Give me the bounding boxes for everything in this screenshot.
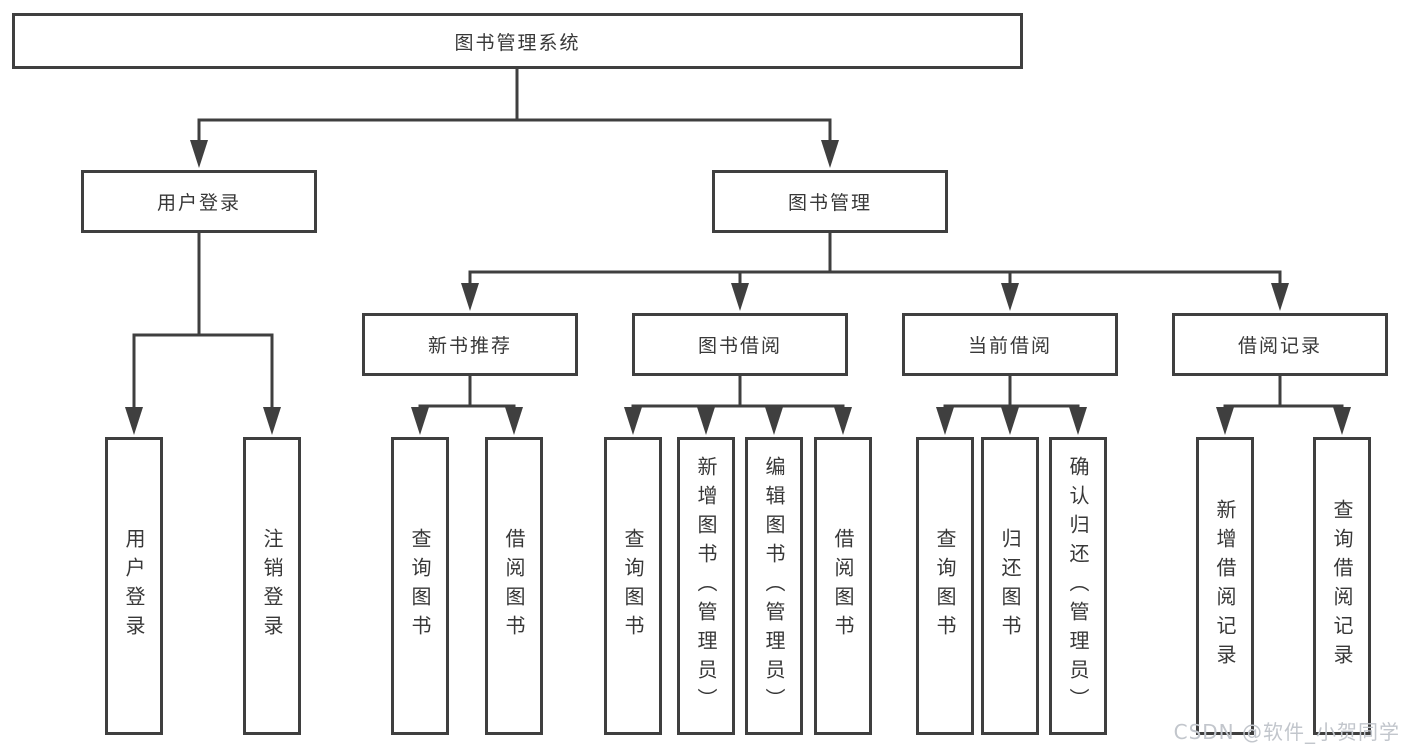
- leaf-add-borrow-record-label: 新增借阅记录: [1213, 499, 1237, 673]
- leaf-query-books-3-label: 查询图书: [933, 528, 957, 644]
- leaf-query-books-1: 查询图书: [391, 437, 449, 735]
- leaf-add-book-admin-label: 新增图书（管理员）: [694, 455, 718, 717]
- node-book-borrow-label: 图书借阅: [697, 335, 782, 357]
- leaf-borrow-books-2: 借阅图书: [814, 437, 872, 735]
- leaf-return-book-label: 归还图书: [998, 528, 1022, 644]
- leaf-borrow-books-2-label: 借阅图书: [831, 528, 855, 644]
- leaf-query-borrow-record: 查询借阅记录: [1313, 437, 1371, 735]
- node-borrow-records: 借阅记录: [1172, 313, 1388, 376]
- leaf-edit-book-admin-label: 编辑图书（管理员）: [762, 455, 786, 717]
- node-borrow-records-label: 借阅记录: [1237, 335, 1322, 357]
- leaf-query-books-2-label: 查询图书: [621, 528, 645, 644]
- leaf-add-borrow-record: 新增借阅记录: [1196, 437, 1254, 735]
- arrowheads: [125, 140, 1351, 435]
- node-user-login: 用户登录: [81, 170, 317, 233]
- leaf-borrow-books-1: 借阅图书: [485, 437, 543, 735]
- node-current-borrow-label: 当前借阅: [967, 335, 1052, 357]
- leaf-edit-book-admin: 编辑图书（管理员）: [745, 437, 803, 735]
- leaf-return-book: 归还图书: [981, 437, 1039, 735]
- node-root: 图书管理系统: [12, 13, 1023, 69]
- node-new-book-recommend-label: 新书推荐: [427, 335, 512, 357]
- node-root-label: 图书管理系统: [454, 31, 581, 54]
- node-current-borrow: 当前借阅: [902, 313, 1118, 376]
- node-user-login-label: 用户登录: [156, 192, 241, 214]
- node-new-book-recommend: 新书推荐: [362, 313, 578, 376]
- leaf-query-books-3: 查询图书: [916, 437, 974, 735]
- leaf-logout: 注销登录: [243, 437, 301, 735]
- node-book-management: 图书管理: [712, 170, 948, 233]
- leaf-logout-label: 注销登录: [260, 528, 284, 644]
- node-book-management-label: 图书管理: [787, 192, 872, 214]
- leaf-query-books-1-label: 查询图书: [408, 528, 432, 644]
- leaf-query-borrow-record-label: 查询借阅记录: [1330, 499, 1354, 673]
- leaf-confirm-return-admin-label: 确认归还（管理员）: [1066, 455, 1090, 717]
- leaf-user-login: 用户登录: [105, 437, 163, 735]
- node-book-borrow: 图书借阅: [632, 313, 848, 376]
- leaf-borrow-books-1-label: 借阅图书: [502, 528, 526, 644]
- leaf-confirm-return-admin: 确认归还（管理员）: [1049, 437, 1107, 735]
- leaf-query-books-2: 查询图书: [604, 437, 662, 735]
- csdn-watermark: CSDN @软件_小贺同学: [1173, 720, 1400, 744]
- leaf-user-login-label: 用户登录: [122, 528, 146, 644]
- leaf-add-book-admin: 新增图书（管理员）: [677, 437, 735, 735]
